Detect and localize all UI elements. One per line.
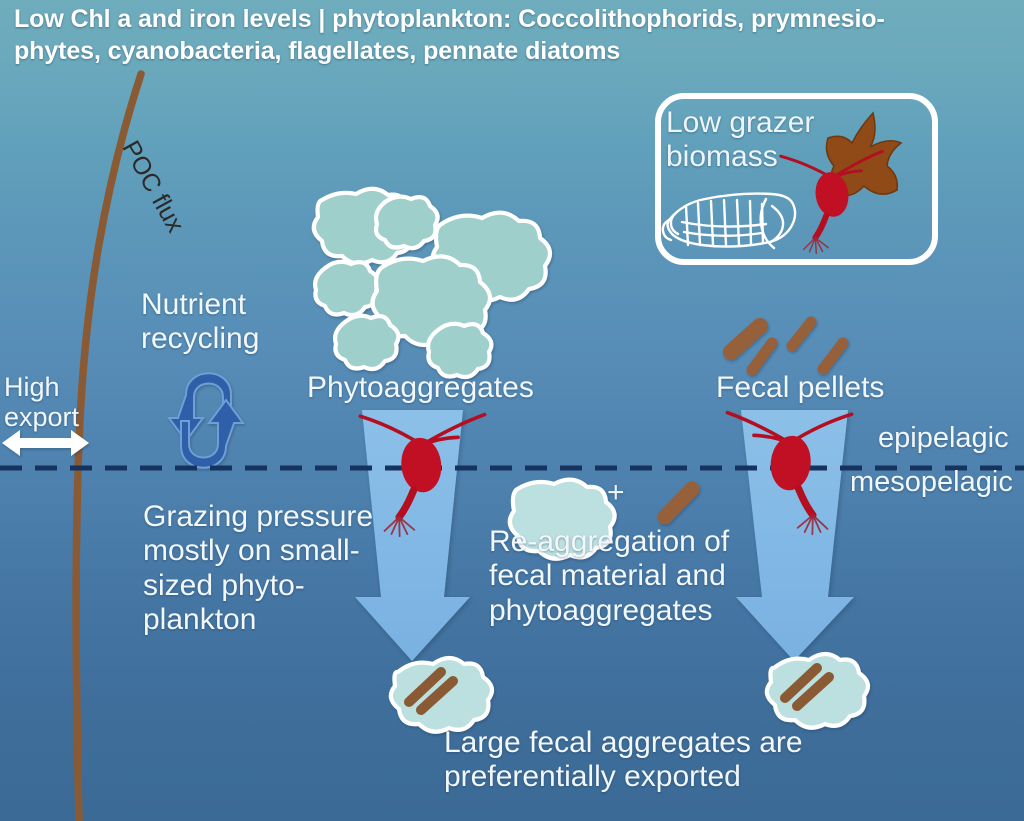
phytoaggregates-label: Phytoaggregates	[307, 371, 534, 404]
mesopelagic-label: mesopelagic	[850, 466, 1013, 498]
fecal-pellet-icon	[786, 316, 817, 352]
phytoaggregate-blob-icon	[373, 194, 440, 251]
phytoaggregate-blob-icon	[425, 321, 494, 380]
amoeboid-grazer-icon	[825, 111, 903, 197]
high-export-label: High export	[4, 372, 80, 433]
salp-outline-icon	[661, 192, 797, 250]
grazing-pressure-label: Grazing pressure mostly on small- sized …	[143, 500, 374, 637]
phytoaggregate-blob-icon	[332, 313, 401, 372]
nutrient-recycling-label: Nutrient recycling	[141, 288, 260, 355]
sinking-funnel-arrow-icon	[736, 410, 854, 661]
sinking-funnel-arrow-icon	[355, 410, 470, 661]
page-title: Low Chl a and iron levels | phytoplankto…	[14, 5, 885, 65]
phytoaggregate-blob-icon	[507, 477, 617, 561]
phytoaggregate-group	[311, 186, 553, 380]
fecal-pellet-group	[723, 316, 849, 376]
epipelagic-label: epipelagic	[878, 422, 1009, 454]
phytoaggregate-blob-icon	[312, 259, 381, 318]
nutrient-recycling-cycle-icon	[167, 372, 245, 469]
fecal-pellets-label: Fecal pellets	[716, 371, 885, 404]
low-grazer-inset-box	[655, 93, 938, 265]
bottom-caption-label: Large fecal aggregates are preferentiall…	[444, 726, 803, 794]
fecal-pellet-icon	[817, 337, 849, 375]
reaggregation-label: Re-aggregation of fecal material and phy…	[489, 525, 730, 627]
fecal-pellet-icon	[723, 318, 768, 360]
export-double-arrow-icon	[2, 430, 89, 456]
low-grazer-biomass-label: Low grazer biomass	[666, 106, 815, 174]
fecal-aggregate-icon	[388, 655, 495, 734]
plus-symbol: +	[607, 476, 625, 509]
fecal-aggregate-icon	[764, 651, 871, 730]
fecal-pellet-icon	[746, 337, 778, 376]
fecal-pellet-icon	[657, 481, 700, 525]
poc-flux-curve-icon	[72, 70, 145, 821]
